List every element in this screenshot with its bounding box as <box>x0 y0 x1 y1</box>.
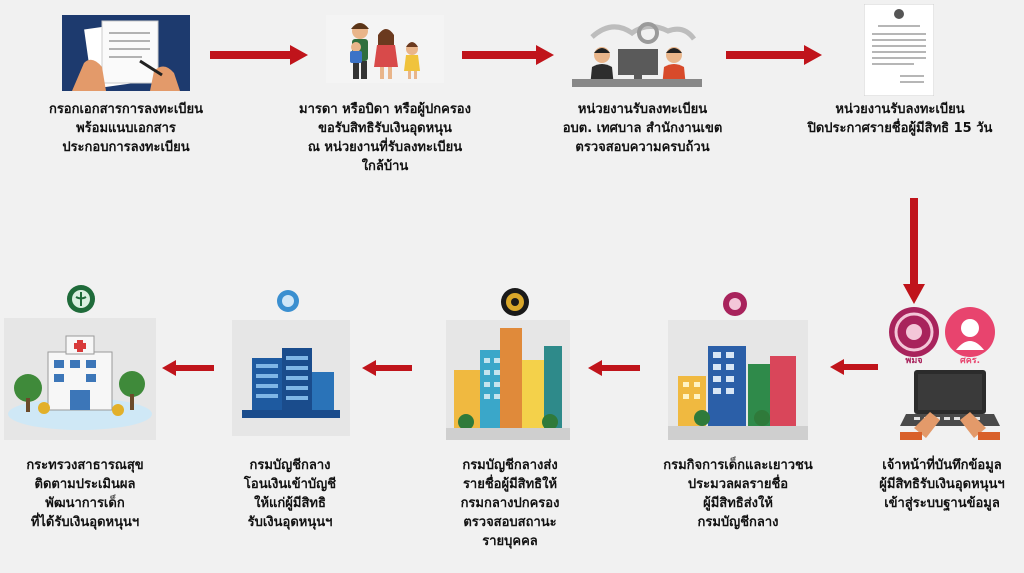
step-9-moph-logo <box>66 284 96 314</box>
arrow-3-to-4 <box>726 45 822 65</box>
step-3-office-illustration <box>572 15 702 87</box>
step-8-cgd-logo <box>276 289 300 313</box>
step-5-women-affairs-logo <box>944 306 996 358</box>
step-5-badge-left: พมจ <box>905 356 923 366</box>
step-2-family-illustration <box>326 15 444 83</box>
arrow-1-to-2 <box>210 45 308 65</box>
arrow-5-to-6 <box>830 359 878 375</box>
step-9-hospital-illustration <box>4 318 156 440</box>
step-1-label: กรอกเอกสารการลงทะเบียนพร้อมแนบเอกสารประก… <box>48 102 204 155</box>
step-5-badge-right: ศคร. <box>960 356 980 366</box>
step-7-skyscraper-illustration <box>446 320 570 440</box>
arrow-7-to-8 <box>362 360 412 376</box>
step-6-label: กรมกิจการเด็กและเยาวชนประมวลผลรายชื่อผู้… <box>663 458 813 530</box>
arrow-4-to-5 <box>903 198 925 304</box>
step-7-label: กรมบัญชีกลางส่งรายชื่อผู้มีสิทธิให้กรมกล… <box>460 458 560 549</box>
step-1-fill-form-illustration <box>62 15 190 91</box>
step-4-label: หน่วยงานรับลงทะเบียนปิดประกาศรายชื่อผู้ม… <box>807 102 993 136</box>
step-6-dcy-logo <box>722 291 748 317</box>
step-5-label: เจ้าหน้าที่บันทึกข้อมูลผู้มีสิทธิรับเงิน… <box>879 458 1005 511</box>
arrow-2-to-3 <box>462 45 554 65</box>
step-9-label: กระทรวงสาธารณสุขติดตามประเมินผลพัฒนาการเ… <box>26 458 144 530</box>
step-3-label: หน่วยงานรับลงทะเบียนอบต. เทศบาล สำนักงาน… <box>562 102 723 155</box>
step-2-label: มารดา หรือบิดา หรือผู้ปกครองขอรับสิทธิรั… <box>299 102 471 174</box>
step-7-cgd-logo <box>500 287 530 317</box>
arrow-6-to-7 <box>588 360 640 376</box>
step-8-office-buildings-illustration <box>232 320 350 436</box>
arrow-8-to-9 <box>162 360 214 376</box>
step-5-msdhs-seal-logo <box>888 306 940 358</box>
step-6-buildings-illustration <box>668 320 808 440</box>
step-8-label: กรมบัญชีกลางโอนเงินเข้าบัญชีให้แก่ผู้มีส… <box>243 458 337 530</box>
step-5-laptop-typing-illustration <box>900 366 1000 440</box>
step-4-announcement-document-illustration <box>864 4 934 96</box>
